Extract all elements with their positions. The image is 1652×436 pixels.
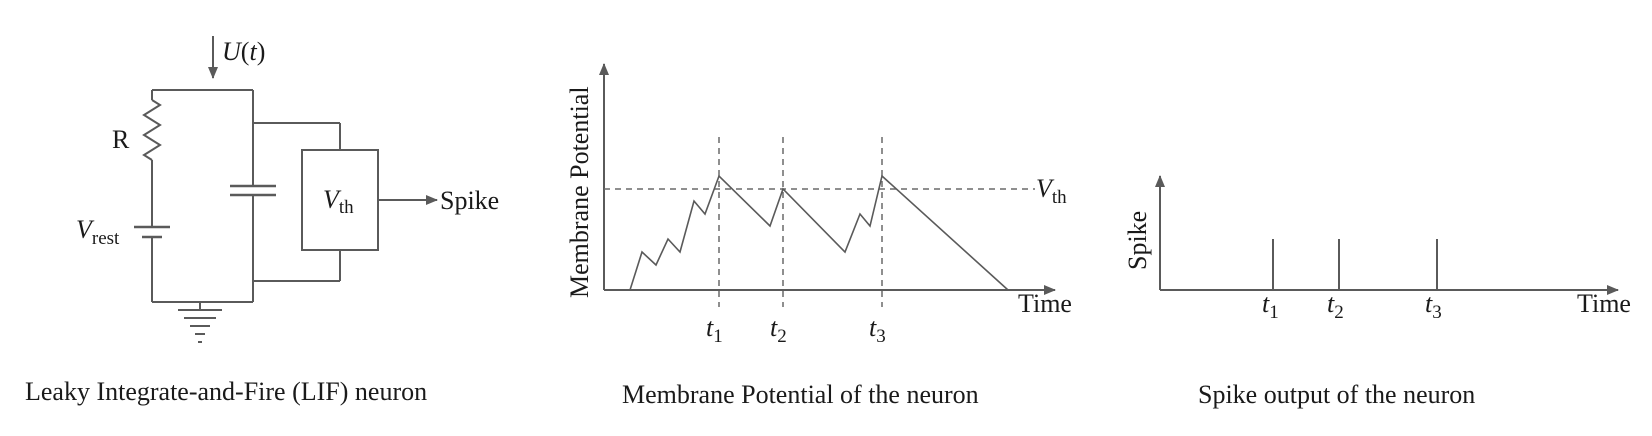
membrane-capacitor [230,90,276,302]
membrane-tick-t3: t3 [869,313,886,347]
spike-output-label: Spike [440,186,499,215]
spike-tick-t1: t1 [1262,289,1279,323]
membrane-potential-panel: Membrane Potential Time Vth t1 t2 t3 Mem… [565,63,1072,409]
vth-block-label: Vth [323,185,354,218]
spike-output-panel: Spike Time t1 t2 t3 Spike output of the … [1123,175,1631,409]
rest-battery [134,190,170,302]
membrane-x-label: Time [1018,289,1072,318]
membrane-tick-t1: t1 [706,313,723,347]
membrane-tick-t2: t2 [770,313,787,347]
spike-tick-t3: t3 [1425,289,1442,323]
spike-caption: Spike output of the neuron [1198,380,1475,409]
circuit-caption: Leaky Integrate-and-Fire (LIF) neuron [25,377,427,406]
membrane-potential-trace [629,174,1009,291]
resistor [142,90,162,190]
input-current-label: U(t) [222,37,265,66]
lif-circuit-panel: U(t) R Vrest [25,36,499,406]
spike-y-label: Spike [1123,211,1152,270]
ground-icon [178,302,222,343]
spike-tick-t2: t2 [1327,289,1344,323]
membrane-y-label: Membrane Potential [565,86,594,298]
threshold-label: Vth [1036,174,1067,208]
resistor-label: R [112,125,130,154]
spike-x-label: Time [1577,289,1631,318]
membrane-caption: Membrane Potential of the neuron [622,380,979,409]
vrest-label: Vrest [76,215,120,249]
